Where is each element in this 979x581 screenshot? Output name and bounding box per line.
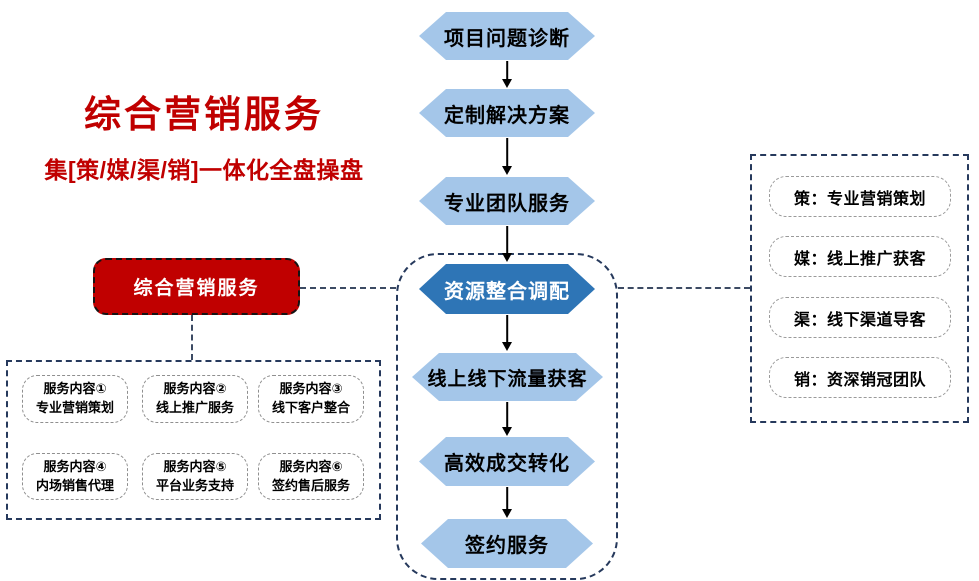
service-item-3-line1: 服务内容③ [279,381,343,397]
flow-arrow-4 [500,315,514,351]
flow-step-4-hexagon: 资源整合调配 [419,264,595,314]
service-item-2: 服务内容② 线上推广服务 [142,375,248,423]
flow-step-7-hexagon: 签约服务 [421,519,593,568]
service-item-4-line2: 内场销售代理 [35,477,114,493]
flow-step-6-hexagon: 高效成交转化 [419,437,595,486]
service-item-5-line1: 服务内容⑤ [163,458,227,474]
service-item-6-line2: 签约售后服务 [271,477,350,493]
legend-item-strategy-label: 策：专业营销策划 [793,190,926,208]
legend-item-channel-label: 渠：线下渠道导客 [793,311,926,329]
flow-step-2-label: 定制解决方案 [444,104,570,127]
connector-redbox-to-flow [300,287,396,289]
flow-arrow-5 [500,402,514,436]
flow-step-7-label: 签约服务 [465,535,549,557]
flow-step-3-hexagon: 专业团队服务 [419,177,595,225]
flow-arrow-2 [500,138,514,175]
legend-item-sales-label: 销：资深销冠团队 [793,371,926,389]
flow-arrow-1 [500,61,514,88]
legend-item-media-label: 媒：线上推广获客 [793,250,926,268]
service-item-4-line1: 服务内容④ [43,458,107,474]
legend-item-sales: 销：资深销冠团队 [769,357,951,398]
service-item-1: 服务内容① 专业营销策划 [22,375,128,423]
service-item-6: 服务内容⑥ 签约售后服务 [258,453,364,500]
comprehensive-service-label: 综合营销服务 [133,278,260,299]
flow-step-2-hexagon: 定制解决方案 [419,89,595,137]
service-item-5-line2: 平台业务支持 [155,477,234,493]
flow-step-1-label: 项目问题诊断 [444,27,570,50]
legend-item-channel: 渠：线下渠道导客 [769,297,951,338]
legend-item-media: 媒：线上推广获客 [769,236,951,277]
legend-item-strategy: 策：专业营销策划 [769,176,951,217]
flow-step-1-hexagon: 项目问题诊断 [419,12,595,60]
service-item-1-line2: 专业营销策划 [35,400,114,415]
service-item-4: 服务内容④ 内场销售代理 [22,453,128,500]
service-item-2-line2: 线上推广服务 [155,400,234,415]
connector-redbox-to-services [191,315,193,360]
comprehensive-service-box: 综合营销服务 [93,258,300,315]
connector-flow-to-legend [618,287,750,289]
service-item-3-line2: 线下客户整合 [271,400,350,415]
service-item-6-line1: 服务内容⑥ [279,458,343,474]
service-item-1-line1: 服务内容① [43,381,107,397]
flow-step-5-hexagon: 线上线下流量获客 [412,353,603,401]
legend-group-frame [750,154,969,423]
service-item-3: 服务内容③ 线下客户整合 [258,375,364,423]
page-title: 综合营销服务 [84,94,324,135]
headline-block: 综合营销服务 集[策/媒/渠/销]一体化全盘操盘 [10,94,398,185]
flow-step-4-label: 资源整合调配 [444,280,570,303]
flow-step-3-label: 专业团队服务 [444,192,570,215]
service-item-5: 服务内容⑤ 平台业务支持 [142,453,248,500]
service-item-2-line1: 服务内容② [163,381,227,397]
page-subtitle: 集[策/媒/渠/销]一体化全盘操盘 [44,156,364,183]
flow-step-6-label: 高效成交转化 [444,453,570,475]
services-group-frame [6,360,381,520]
flow-arrow-3 [500,226,514,262]
flow-arrow-6 [500,487,514,518]
flow-step-5-label: 线上线下流量获客 [427,368,588,390]
